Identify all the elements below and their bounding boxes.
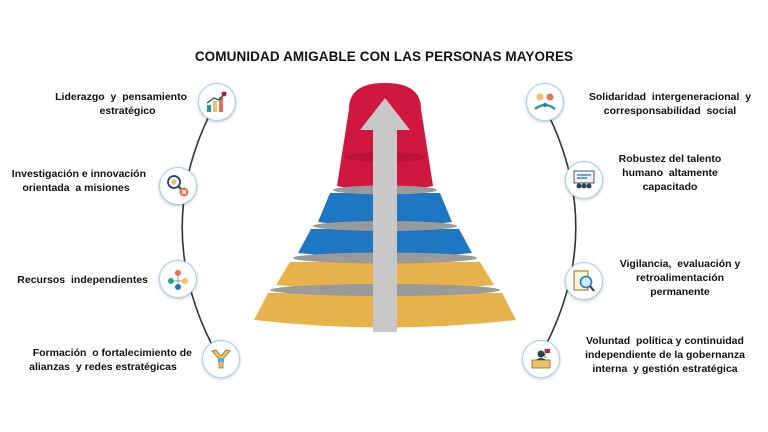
- right-item-3: Vigilancia, evaluación y retroalimentaci…: [607, 257, 753, 299]
- right-item-2-line1: Robustez del talento: [618, 153, 722, 165]
- resources-icon: [159, 260, 197, 298]
- right-arc: [538, 105, 577, 359]
- right-item-4: Voluntad política y continuidad independ…: [567, 334, 763, 376]
- right-item-1: Solidaridad intergeneracional y correspo…: [575, 90, 765, 118]
- left-item-4-line1: Formación o fortalecimiento de: [32, 347, 192, 359]
- right-item-2: Robustez del talento humano altamente ca…: [607, 152, 733, 194]
- left-item-3: Recursos independientes: [6, 273, 148, 287]
- right-item-2-line3: capacitado: [642, 181, 698, 193]
- right-item-3-line3: permanente: [650, 286, 710, 298]
- leadership-growth-icon: [198, 83, 236, 121]
- alliances-network-icon: [202, 340, 240, 378]
- left-item-1-line1: Liderazgo y pensamiento: [55, 91, 187, 103]
- pyramid-arrow-shaft: [373, 127, 397, 332]
- right-item-4-line1: Voluntad política y continuidad: [586, 335, 744, 347]
- left-item-1: Liderazgo y pensamiento estratégico: [44, 90, 187, 118]
- left-item-2: Investigación e innovación orientada a m…: [6, 167, 146, 195]
- solidarity-icon: [526, 83, 564, 121]
- right-item-4-line2: independiente de la gobernanza: [585, 349, 745, 361]
- left-arc: [181, 105, 220, 359]
- right-item-1-line1: Solidaridad intergeneracional y: [588, 91, 752, 103]
- diagram-title: COMUNIDAD AMIGABLE CON LAS PERSONAS MAYO…: [194, 49, 574, 64]
- research-innovation-icon: [159, 167, 197, 205]
- pyramid-arrow-head: [360, 98, 410, 130]
- monitoring-evaluation-icon: [565, 262, 603, 300]
- right-item-3-line2: retroalimentación: [635, 272, 725, 284]
- left-item-4: Formación o fortalecimiento de alianzas …: [14, 346, 192, 374]
- right-item-3-line1: Vigilancia, evaluación y: [619, 258, 741, 270]
- left-item-2-line1: Investigación e innovación: [11, 168, 146, 180]
- right-item-1-line2: corresponsabilidad social: [603, 105, 737, 117]
- right-item-2-line2: humano altamente: [622, 167, 718, 179]
- left-item-1-line2: estratégico: [99, 105, 156, 117]
- left-item-4-line2: alianzas y redes estratégicas: [29, 361, 177, 373]
- left-item-2-line2: orientada a misiones: [22, 182, 130, 194]
- political-will-icon: [522, 340, 560, 378]
- right-item-4-line3: interna y gestión estratégica: [592, 363, 738, 375]
- left-item-3-line1: Recursos independientes: [17, 274, 148, 286]
- human-talent-icon: [565, 161, 603, 199]
